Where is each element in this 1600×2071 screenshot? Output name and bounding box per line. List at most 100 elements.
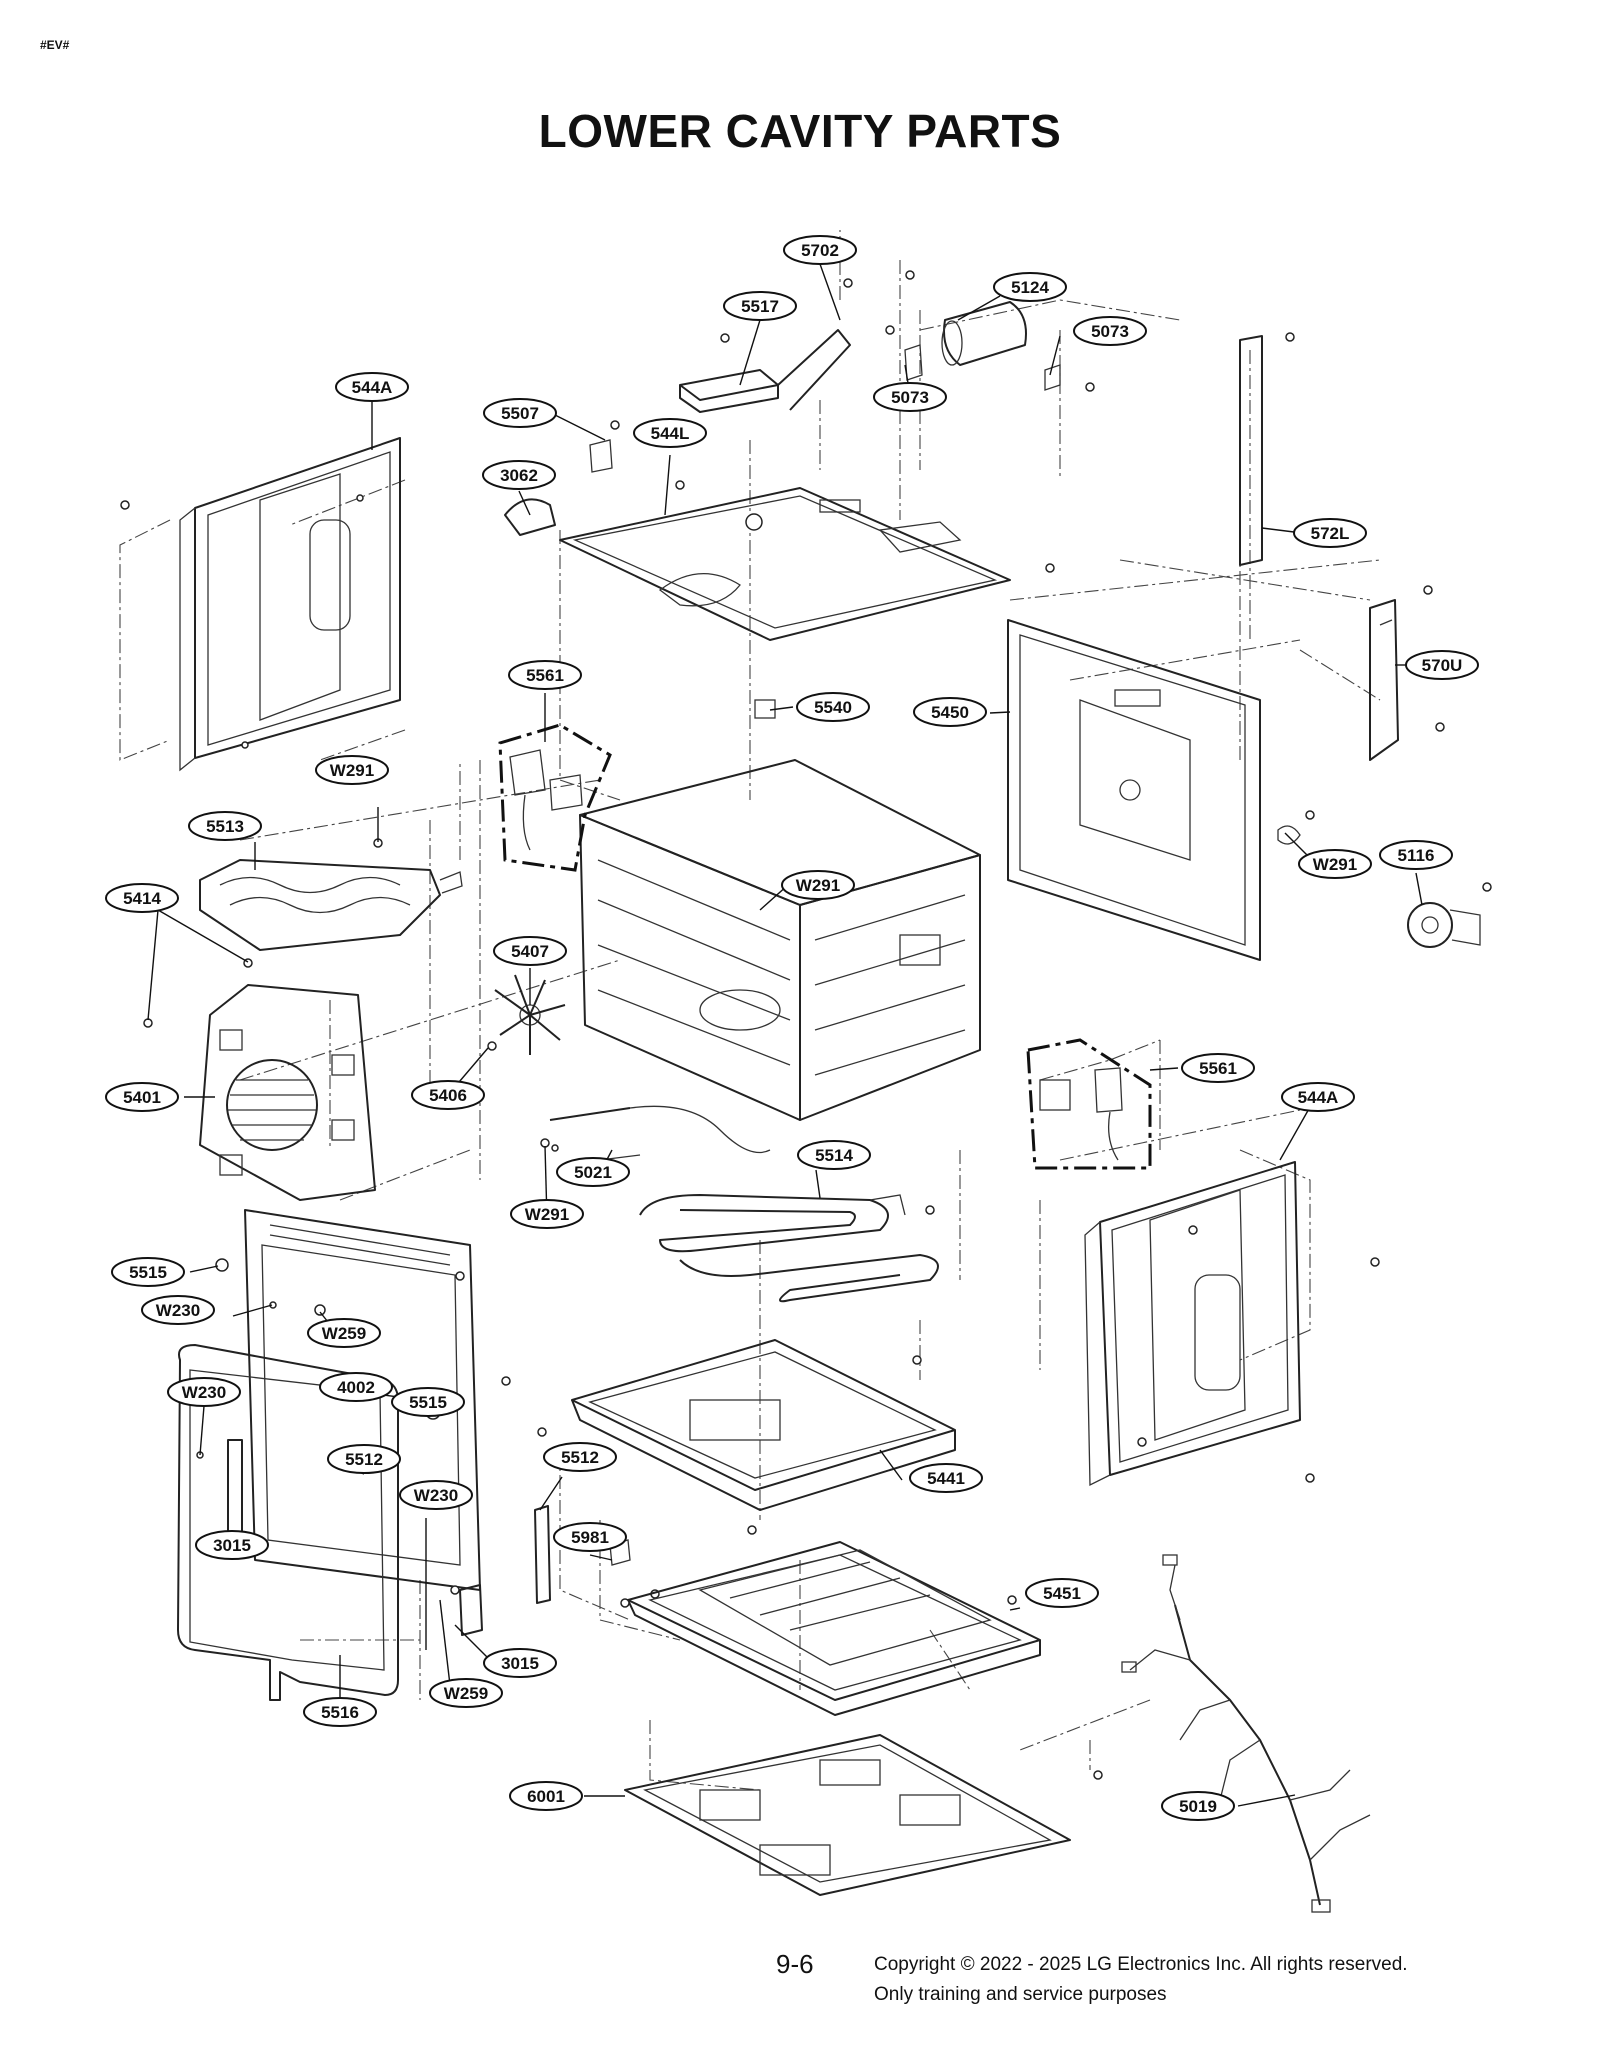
callout-label: W230 (156, 1301, 200, 1320)
callout-5116: 5116 (1379, 840, 1453, 870)
callout-label: 5073 (1091, 322, 1129, 341)
callout-w230: W230 (399, 1480, 473, 1510)
callout-bubble (188, 811, 262, 841)
callout-5073: 5073 (1073, 316, 1147, 346)
callout-label: W291 (1313, 855, 1357, 874)
callout-3062: 3062 (482, 460, 556, 490)
sensor-bracket-lower (1026, 1038, 1152, 1170)
callout-label: 5512 (561, 1448, 599, 1467)
callout-5507: 5507 (483, 398, 557, 428)
callout-bubble (105, 883, 179, 913)
callout-bubble (167, 1377, 241, 1407)
oven-cavity (579, 759, 981, 1121)
callout-bubble (141, 1295, 215, 1325)
assembly-guide-lines (119, 230, 1381, 1791)
callout-bubble (105, 1082, 179, 1112)
callout-5514: 5514 (797, 1140, 871, 1170)
callout-4002: 4002 (319, 1372, 393, 1402)
callout-label: 4002 (337, 1378, 375, 1397)
callout-bubble (1181, 1053, 1255, 1083)
callout-label: 5401 (123, 1088, 161, 1107)
leader-lines (147, 263, 1423, 1807)
callout-label: 544A (1298, 1088, 1339, 1107)
callout-bubble (1379, 840, 1453, 870)
callout-5517: 5517 (723, 291, 797, 321)
callout-bubble (1298, 849, 1372, 879)
rear-panel (1007, 619, 1315, 961)
callout-label: 5561 (1199, 1059, 1237, 1078)
callout-bubble (307, 1318, 381, 1348)
callout-label: 5450 (931, 703, 969, 722)
callout-5441: 5441 (909, 1463, 983, 1493)
callout-bubble (1073, 316, 1147, 346)
callout-w291: W291 (1298, 849, 1372, 879)
callout-3015: 3015 (483, 1648, 557, 1678)
callout-w259: W259 (429, 1678, 503, 1708)
temperature-sensor (540, 1105, 771, 1154)
callout-bubble (111, 1257, 185, 1287)
callout-label: 6001 (527, 1787, 565, 1806)
callout-bubble (399, 1480, 473, 1510)
callout-label: 5451 (1043, 1584, 1081, 1603)
callout-label: 5513 (206, 817, 244, 836)
sensor-bracket-upper (498, 723, 612, 872)
callout-label: 5124 (1011, 278, 1049, 297)
callout-5124: 5124 (993, 272, 1067, 302)
copyright-notice: Copyright © 2022 - 2025 LG Electronics I… (874, 1950, 1408, 2010)
callout-5981: 5981 (553, 1522, 627, 1552)
convection-motor (1407, 882, 1492, 948)
callout-bubble (556, 1157, 630, 1187)
floor-plate (620, 1541, 1041, 1716)
callout-label: 5514 (815, 1146, 853, 1165)
callout-label: 5702 (801, 241, 839, 260)
callout-label: 3062 (500, 466, 538, 485)
callout-label: W259 (322, 1324, 366, 1343)
callout-w230: W230 (167, 1377, 241, 1407)
callout-bubble (303, 1697, 377, 1727)
callout-label: 572L (1311, 524, 1350, 543)
callout-5561: 5561 (508, 660, 582, 690)
page-title: LOWER CAVITY PARTS (538, 105, 1062, 157)
callout-bubble (411, 1080, 485, 1110)
callout-label: 5517 (741, 297, 779, 316)
callout-5515: 5515 (391, 1387, 465, 1417)
callout-bubble (783, 235, 857, 265)
callout-label: 5406 (429, 1086, 467, 1105)
callout-bubble (913, 697, 987, 727)
callout-w230: W230 (141, 1295, 215, 1325)
callout-bubble (1281, 1082, 1355, 1112)
side-panel-right (1084, 1161, 1380, 1487)
callout-bubble (508, 660, 582, 690)
callout-label: 3015 (213, 1536, 251, 1555)
callout-label: 5021 (574, 1163, 612, 1182)
copyright-line-2: Only training and service purposes (874, 1984, 1167, 2005)
callout-5515: 5515 (111, 1257, 185, 1287)
callout-5414: 5414 (105, 883, 179, 913)
callout-bubble (553, 1522, 627, 1552)
callout-544a: 544A (1281, 1082, 1355, 1112)
callout-bubble (482, 460, 556, 490)
callout-5450: 5450 (913, 697, 987, 727)
callout-label: 5516 (321, 1703, 359, 1722)
callout-label: 5515 (129, 1263, 167, 1282)
callout-w291: W291 (315, 755, 389, 785)
callout-5512: 5512 (327, 1444, 401, 1474)
callout-570u: 570U (1405, 650, 1479, 680)
callout-bubble (327, 1444, 401, 1474)
callout-label: 544L (651, 424, 690, 443)
broil-heater (143, 838, 463, 1028)
rail-and-bracket (1239, 332, 1445, 761)
callout-3015: 3015 (195, 1530, 269, 1560)
callout-bubble (483, 398, 557, 428)
callout-5451: 5451 (1025, 1578, 1099, 1608)
callout-bubble (510, 1199, 584, 1229)
callout-5407: 5407 (493, 936, 567, 966)
callout-5540: 5540 (796, 692, 870, 722)
wire-harness (1121, 1554, 1371, 1913)
callout-bubble (391, 1387, 465, 1417)
callout-label: 5512 (345, 1450, 383, 1469)
callout-6001: 6001 (509, 1781, 583, 1811)
callout-label: 3015 (501, 1654, 539, 1673)
callout-bubble (1293, 518, 1367, 548)
